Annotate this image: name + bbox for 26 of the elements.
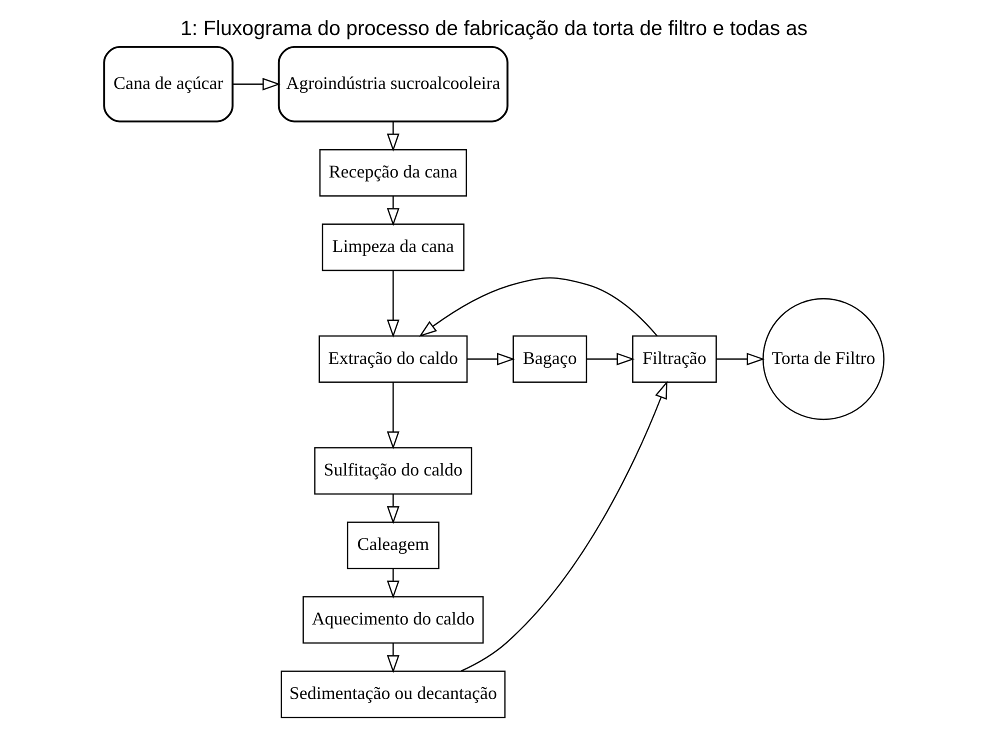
node-box: Filtração — [632, 335, 716, 383]
arrow — [386, 121, 399, 152]
arrow — [386, 643, 399, 674]
arrow — [386, 568, 399, 599]
node-box: Cana de açúcar — [102, 46, 234, 122]
node-box: Extração do caldo — [318, 335, 468, 383]
arrow — [386, 382, 399, 450]
arrow — [386, 196, 399, 226]
node-box: Agroindústria sucroalcooleira — [277, 46, 508, 122]
arrow — [386, 494, 399, 524]
node-box: Sedimentação ou decantação — [280, 670, 506, 718]
arrow — [418, 277, 658, 337]
node-box: Limpeza da cana — [321, 224, 464, 272]
node-box: Aquecimento do caldo — [302, 596, 484, 644]
diagram-title: 1: Fluxograma do processo de fabricação da torta de filtro e todas as — [180, 17, 808, 40]
node-box: Recepção da cana — [318, 149, 467, 197]
arrow — [460, 380, 667, 672]
node-circle: Torta de Filtro — [762, 298, 884, 420]
node-box: Caleagem — [346, 522, 439, 570]
arrow — [232, 78, 280, 90]
arrow — [716, 352, 764, 366]
arrow — [466, 352, 515, 366]
node-box: Sulfitação do caldo — [314, 447, 472, 495]
arrow — [586, 352, 634, 366]
arrow — [386, 270, 399, 338]
node-box: Bagaço — [512, 335, 587, 383]
